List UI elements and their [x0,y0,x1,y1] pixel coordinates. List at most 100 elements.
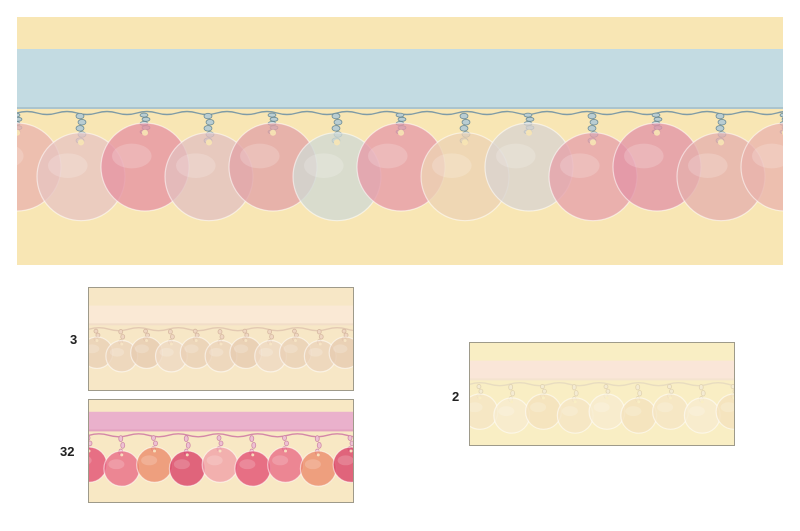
sequin-hole [284,449,287,453]
sequin-hole [318,342,322,346]
sequin-hole [668,396,672,400]
bead [316,329,322,335]
bead [589,119,599,126]
bead [118,329,124,335]
sequin [332,446,353,483]
bead [478,388,484,394]
sequin-hole [153,449,156,453]
sequin-sheen [17,146,24,166]
trim-ribbon-edge [17,107,783,109]
bead [216,435,222,441]
bead [269,334,274,340]
sequin-hole [185,453,189,457]
bead [203,125,213,132]
bead [715,112,725,120]
bead [314,435,320,443]
sequin-sheen [624,143,664,169]
sequin-sheen [48,153,88,178]
sequin-sheen [720,402,734,413]
sequin-hole [141,129,149,136]
sequin-hole [293,339,297,342]
bead [331,125,341,132]
sequin-hole [781,130,783,136]
sequin-hole [169,342,173,346]
sequin-sheen [240,143,280,169]
trim-ribbon [470,360,734,381]
sequin [715,393,734,430]
bead [218,440,224,447]
sequin-sheen [141,455,158,466]
bead [89,435,91,441]
sequin-hole [194,339,198,342]
sequin-hole [605,396,609,400]
bead [168,329,173,335]
sequin-sheen [304,459,321,470]
sequin-hole [145,339,149,342]
sequin-sheen [304,153,344,178]
bead [120,334,126,340]
bead [669,388,674,394]
trim-swatch-32 [88,399,354,503]
bead [139,112,149,118]
bead [508,384,514,391]
sequin-hole [244,339,248,342]
bead [75,125,85,132]
sequin-hole [269,342,273,346]
trim-image-32 [89,400,353,502]
bead [717,119,727,126]
bead [781,117,783,122]
bead [242,328,248,334]
sequin-sheen [560,153,600,178]
bead [17,116,23,122]
sequin-sheen [272,455,289,466]
bead [77,119,87,126]
sequin-hole [478,396,482,400]
bead [217,329,223,335]
bead [185,441,191,449]
bead [510,390,516,397]
bead [205,119,215,126]
bead [525,116,535,122]
swatch-label-3: 3 [70,332,78,347]
bead [251,441,257,449]
bead [779,112,783,118]
bead [269,116,279,122]
bead [318,334,324,340]
trim-ribbon-edge [89,323,353,326]
bead [587,112,597,120]
bead [605,388,611,394]
bead [151,435,156,441]
bead [573,390,579,397]
sequin-sheen [239,459,256,470]
bead [637,390,643,397]
sequin-hole [349,449,353,453]
bead [476,384,482,390]
bead [120,441,126,449]
sequin-hole [333,139,341,146]
sequin-sheen [134,344,149,354]
sequin-sheen [159,347,174,357]
sequin-hole [120,453,124,457]
trim-ribbon [17,49,783,109]
bead [118,435,124,443]
bead [700,390,706,397]
sequin [328,336,353,370]
bead [715,125,725,132]
bead [141,116,151,122]
sequin-sheen [173,459,190,470]
trim-ribbon-edge [89,429,353,432]
sequin-hole [700,400,704,404]
sequin-sheen [333,344,348,354]
sequin-hole [95,339,99,342]
sequin-sheen [688,153,728,178]
sequin-sheen [176,153,216,178]
trim-swatch-3 [88,287,354,391]
bead [292,328,297,334]
swatch-label-2: 2 [452,389,460,404]
sequin-hole [541,396,545,400]
bead [95,332,101,338]
sequin-hole [732,396,734,400]
bead [219,334,225,340]
sequin-sheen [752,143,783,169]
bead [249,435,255,443]
